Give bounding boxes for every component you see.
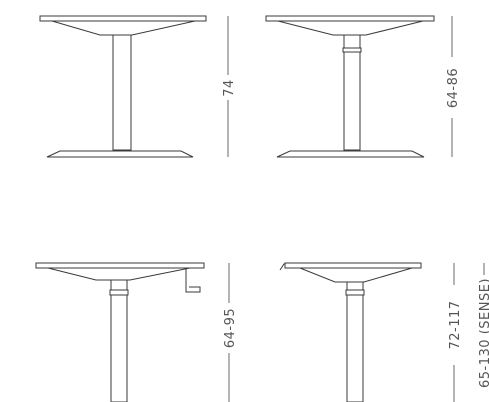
upper-column-segment — [346, 281, 364, 291]
upper-column-segment — [343, 34, 361, 49]
lower-column-segment — [346, 294, 364, 402]
height-adjust-collar — [342, 47, 362, 53]
support-frame — [47, 267, 191, 281]
dimension-label-electric: 64-86 — [446, 68, 461, 108]
dimension-label-sense-range: 72-117 — [448, 300, 463, 349]
tabletop — [284, 262, 422, 269]
lower-column-segment — [343, 51, 361, 151]
support-frame — [51, 20, 196, 36]
figure-sense-adjustable-table: 72-117 65-130 (SENSE) — [279, 262, 489, 402]
tabletop — [265, 15, 435, 22]
table-base-foot — [276, 150, 425, 158]
table-base-foot — [46, 150, 194, 158]
figure-electric-adjustable-table: 64-86 — [265, 15, 461, 158]
dimension-label-crank: 64-95 — [223, 308, 238, 348]
support-frame — [277, 20, 424, 36]
hand-crank — [185, 268, 201, 293]
tabletop — [35, 262, 205, 269]
height-adjust-collar — [109, 289, 129, 296]
tabletop — [39, 15, 207, 22]
table-column — [112, 34, 132, 151]
dimension-label-fixed: 74 — [222, 79, 237, 97]
lower-column-segment — [110, 294, 128, 402]
figure-fixed-height-table: 74 — [39, 15, 237, 158]
upper-column-segment — [110, 279, 128, 291]
figure-crank-adjustable-table: 64-95 — [35, 262, 238, 402]
height-adjust-collar — [345, 289, 365, 296]
support-frame — [299, 267, 413, 283]
dimension-label-sense-full: 65-130 (SENSE) — [478, 278, 489, 388]
